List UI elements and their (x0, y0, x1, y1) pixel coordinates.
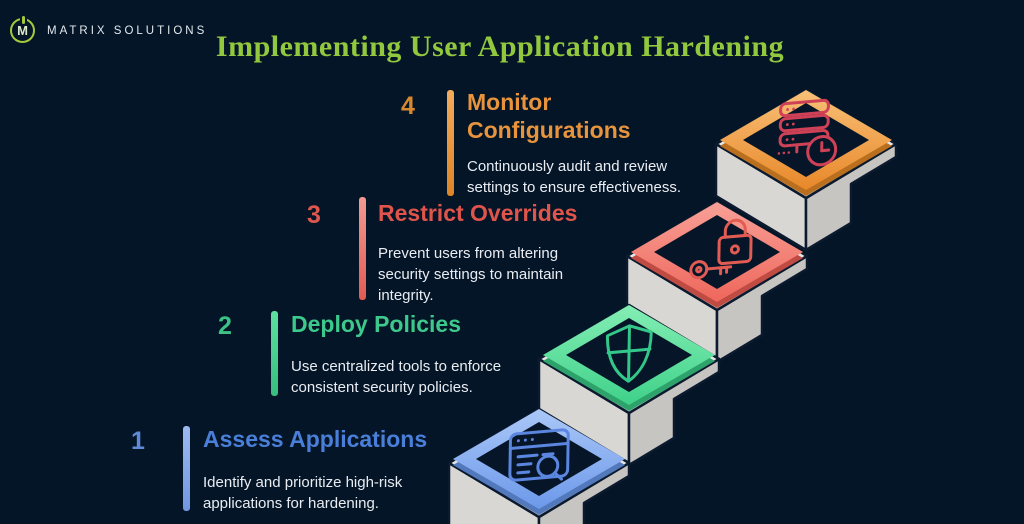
matrix-logo-icon: M (10, 16, 37, 44)
step-4-number: 4 (401, 92, 415, 120)
step-3-title: Restrict Overrides (378, 200, 578, 226)
step-2-title: Deploy Policies (291, 311, 462, 337)
step-1-description: Identify and prioritize high-risk applic… (203, 474, 403, 512)
step-3-accent-bar (359, 197, 366, 300)
stair-step-1 (447, 407, 631, 524)
server-clock-icon (777, 98, 838, 167)
brand-logo: M MATRIX SOLUTIONS (10, 16, 208, 44)
stair-step-4 (714, 88, 898, 252)
stair-step-3 (625, 200, 809, 364)
step-2-number: 2 (218, 312, 232, 340)
step-2-accent-bar (271, 311, 278, 396)
step-3-description: Prevent users from altering security set… (378, 245, 564, 304)
step-1-number: 1 (131, 427, 145, 455)
step-1-title: Assess Applications (203, 426, 428, 452)
step-2-description: Use centralized tools to enforce consist… (291, 358, 502, 396)
step-3-number: 3 (307, 201, 321, 229)
document-search-icon (508, 428, 570, 482)
stair-step-2 (537, 303, 721, 467)
lock-key-icon (689, 218, 753, 280)
step-4-accent-bar (447, 90, 454, 196)
step-4-description: Continuously audit and review settings t… (467, 158, 682, 196)
brand-name: MATRIX SOLUTIONS (47, 24, 208, 37)
step-4-title: Monitor Configurations (467, 89, 631, 143)
step-1-accent-bar (183, 426, 190, 511)
page-title: Implementing User Application Hardening (215, 30, 785, 64)
shield-icon (605, 324, 653, 383)
